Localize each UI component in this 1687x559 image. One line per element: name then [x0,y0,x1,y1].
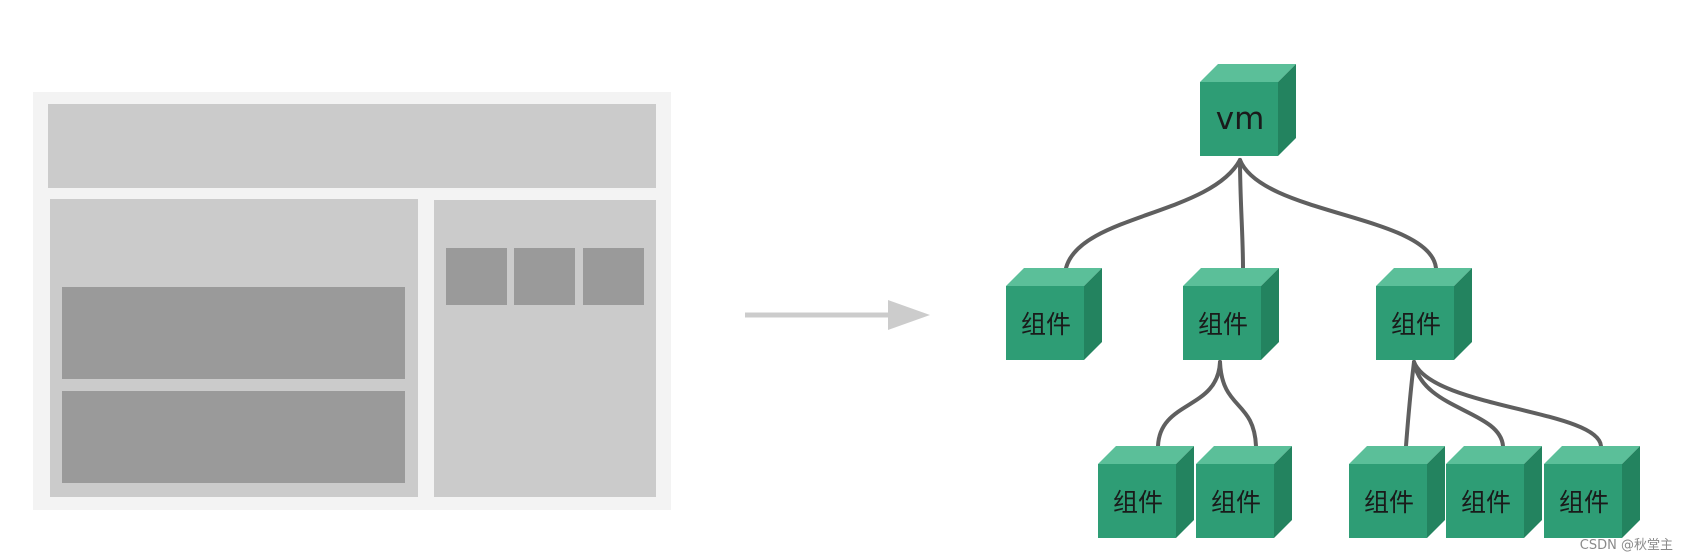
component-cube: 组件 [1446,446,1542,538]
connector-line [1156,360,1222,448]
wireframe-content-block [62,391,405,483]
connector-line [1238,158,1438,270]
wireframe-header [48,104,656,188]
wireframe-content-block [62,287,405,379]
connector-line [1238,158,1245,270]
cube-label: vm [1215,101,1265,137]
cube-label: 组件 [1112,488,1163,517]
component-cube: 组件 [1183,268,1279,360]
cube-label: 组件 [1460,488,1511,517]
component-cube: 组件 [1098,446,1194,538]
component-cube: 组件 [1349,446,1445,538]
page-layout-wireframe [33,92,671,510]
cube-label: 组件 [1558,488,1609,517]
wireframe-tile [583,248,644,305]
component-cube: 组件 [1196,446,1292,538]
connector-line [1064,158,1242,270]
component-cube: 组件 [1006,268,1102,360]
cube-label: 组件 [1363,488,1414,517]
wireframe-sidebar [434,200,656,497]
component-cube: 组件 [1544,446,1640,538]
wireframe-tile [446,248,507,305]
wireframe-tile [514,248,575,305]
cube-label: 组件 [1020,310,1071,339]
component-cube: 组件 [1376,268,1472,360]
cube-label: 组件 [1210,488,1261,517]
right-arrow-icon [745,300,930,330]
root-vm-cube: vm [1200,64,1296,156]
cube-label: 组件 [1197,310,1248,339]
connector-line [1218,360,1258,448]
connector-line [1412,360,1505,448]
connector-line [1412,360,1603,448]
watermark-text: CSDN @秋堂主 [1579,538,1673,553]
wireframe-main-panel [50,199,418,497]
cube-label: 组件 [1390,310,1441,339]
connector-line [1404,360,1416,448]
